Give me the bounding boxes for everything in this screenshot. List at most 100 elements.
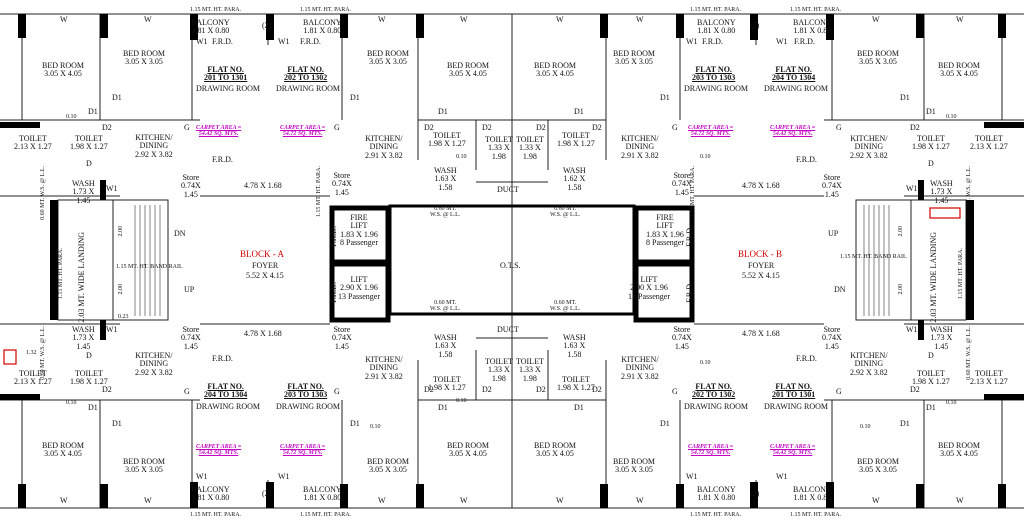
- door-marker: D2: [536, 385, 546, 394]
- carpet-area: CARPET AREA =54.72 SQ. MTS.: [280, 444, 326, 457]
- door-marker: D2: [102, 123, 112, 132]
- landing-note: 2.03 MT. WIDE LANDING: [929, 232, 938, 323]
- door-marker: D1: [660, 93, 670, 102]
- window-marker: W1: [686, 37, 698, 46]
- foyer-size: 5.52 X 4.15: [742, 271, 780, 280]
- dimension-note: 2.00: [898, 284, 904, 295]
- para-note: 1.15 MT. HT. PARA.: [790, 7, 842, 13]
- drawing-room-label: DRAWING ROOM: [764, 84, 829, 93]
- para-note: 1.15 MT. HT. PARA.: [690, 512, 742, 518]
- passage-label: 4.78 X 1.68: [742, 181, 780, 190]
- window-marker: W: [956, 15, 964, 24]
- window-marker: W: [144, 15, 152, 24]
- ws-note: 0.60 MT.W.S. @ L.L.: [550, 206, 581, 219]
- door-marker: D1: [112, 93, 122, 102]
- door-marker: D: [86, 351, 92, 360]
- carpet-area: CARPET AREA =54.42 SQ. MTS.: [196, 125, 242, 138]
- window-marker: W: [556, 15, 564, 24]
- foyer-size: 5.52 X 4.15: [246, 271, 284, 280]
- door-marker: G: [672, 387, 678, 396]
- dimension-note: 0.10: [860, 424, 871, 430]
- window-marker: W1: [106, 184, 118, 193]
- frd-marker: F.R.D.: [796, 155, 817, 164]
- para-note: 1.15 MT. HT. PARA.: [58, 248, 64, 300]
- frd-marker: F.R.D.: [212, 37, 233, 46]
- frd-marker: F.R.D.: [794, 37, 815, 46]
- frd-marker: F.R.D.: [685, 226, 694, 247]
- door-marker: D2: [592, 385, 602, 394]
- band-rail-note: 1.15 MT. HT. BAND RAIL: [840, 254, 907, 260]
- stair-dn-label: DN: [174, 229, 186, 238]
- dimension-note: 2.00: [898, 226, 904, 237]
- carpet-area: CARPET AREA =54.72 SQ. MTS.: [280, 125, 326, 138]
- window-marker: W1: [776, 472, 788, 481]
- window-marker: W: [956, 496, 964, 505]
- drawing-room-label: DRAWING ROOM: [684, 84, 749, 93]
- window-marker: W1: [776, 37, 788, 46]
- para-note: 1.15 MT. HT. PARA.: [690, 166, 696, 218]
- window-marker: W1: [196, 472, 208, 481]
- passage-label: 4.78 X 1.68: [244, 329, 282, 338]
- door-marker: D2: [910, 385, 920, 394]
- door-marker: D1: [438, 403, 448, 412]
- door-marker: D2: [910, 123, 920, 132]
- door-marker: D2: [536, 123, 546, 132]
- ws-note: 0.60 MT. W.S. @ L.L.: [966, 326, 972, 380]
- stair-up-label: UP: [828, 229, 839, 238]
- block-b-title: BLOCK - B: [738, 249, 783, 259]
- ws-note: 0.60 MT. W.S. @ L.L.: [40, 166, 46, 220]
- flat-title: FLAT NO.201 TO 1301: [772, 382, 816, 400]
- door-marker: D1: [926, 107, 936, 116]
- dimension-note: 0.10: [456, 154, 467, 160]
- door-marker: D1: [660, 419, 670, 428]
- door-marker: D1: [574, 403, 584, 412]
- flat-title: FLAT NO.201 TO 1301: [204, 65, 248, 83]
- frd-marker: F.R.D.: [685, 282, 694, 303]
- door-marker: D1: [112, 419, 122, 428]
- foyer-label: FOYER: [252, 261, 279, 270]
- carpet-area: CARPET AREA =54.42 SQ. MTS.: [196, 444, 242, 457]
- carpet-area: CARPET AREA =54.72 SQ. MTS.: [688, 444, 734, 457]
- window-marker: W1: [278, 472, 290, 481]
- carpet-area: CARPET AREA =54.72 SQ. MTS.: [688, 125, 734, 138]
- window-marker: W: [872, 15, 880, 24]
- dimension-note: 0.10: [66, 400, 77, 406]
- drawing-room-label: DRAWING ROOM: [196, 84, 261, 93]
- dimension-note: 0.10: [370, 424, 381, 430]
- window-marker: W: [636, 15, 644, 24]
